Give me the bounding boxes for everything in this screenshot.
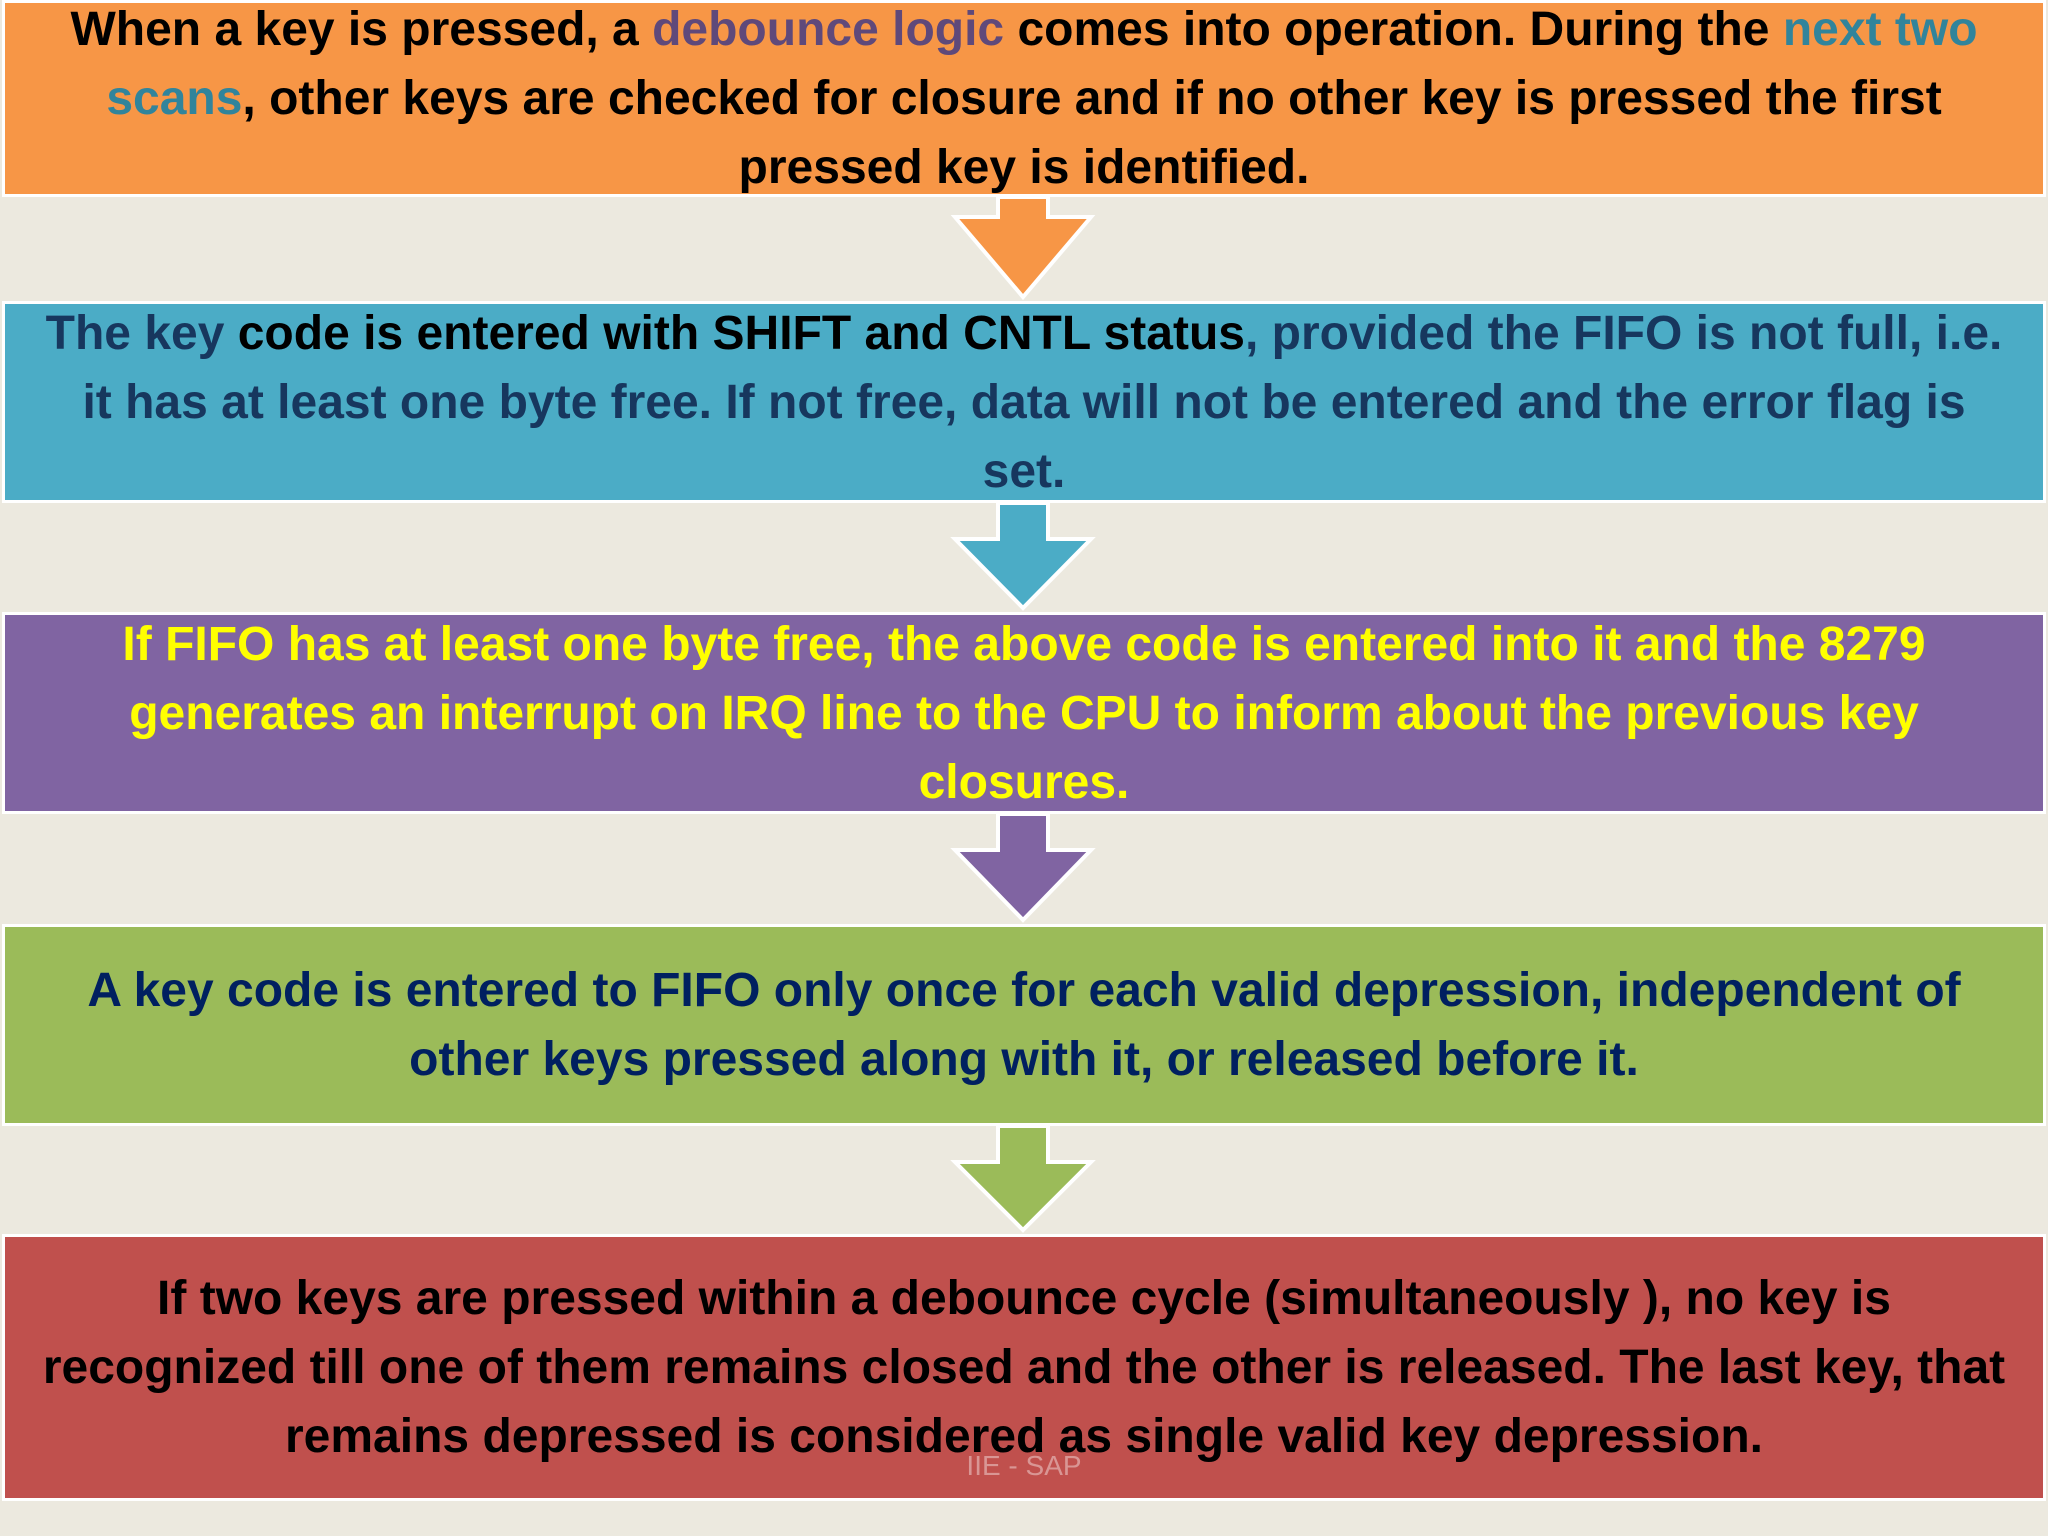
step-4-box: A key code is entered to FIFO only once … [2, 924, 2046, 1126]
debounce-logic-highlight: debounce logic [652, 3, 1005, 56]
step-1-text: When a key is pressed, a debounce logic … [70, 3, 1978, 194]
step-5-box: If two keys are pressed within a debounc… [2, 1234, 2046, 1501]
step-5-text: If two keys are pressed within a debounc… [42, 1272, 2006, 1463]
slide-footer: IIE - SAP [966, 1450, 1082, 1481]
step-3-box: If FIFO has at least one byte free, the … [2, 612, 2046, 814]
step-4-text: A key code is entered to FIFO only once … [87, 964, 1961, 1086]
step-2-text: The key code is entered with SHIFT and C… [45, 306, 2003, 498]
arrow-down-2 [950, 503, 1096, 611]
next-two-scans-highlight: next two scans [106, 3, 1978, 125]
arrow-down-4 [950, 1126, 1096, 1233]
step-2-box: The key code is entered with SHIFT and C… [2, 301, 2046, 503]
arrow-down-3 [950, 814, 1096, 923]
arrow-down-1 [950, 197, 1096, 301]
step-3-text: If FIFO has at least one byte free, the … [122, 617, 1926, 809]
step-1-box: When a key is pressed, a debounce logic … [2, 0, 2046, 197]
key-code-highlight: code is entered with SHIFT and CNTL stat… [237, 306, 1245, 360]
